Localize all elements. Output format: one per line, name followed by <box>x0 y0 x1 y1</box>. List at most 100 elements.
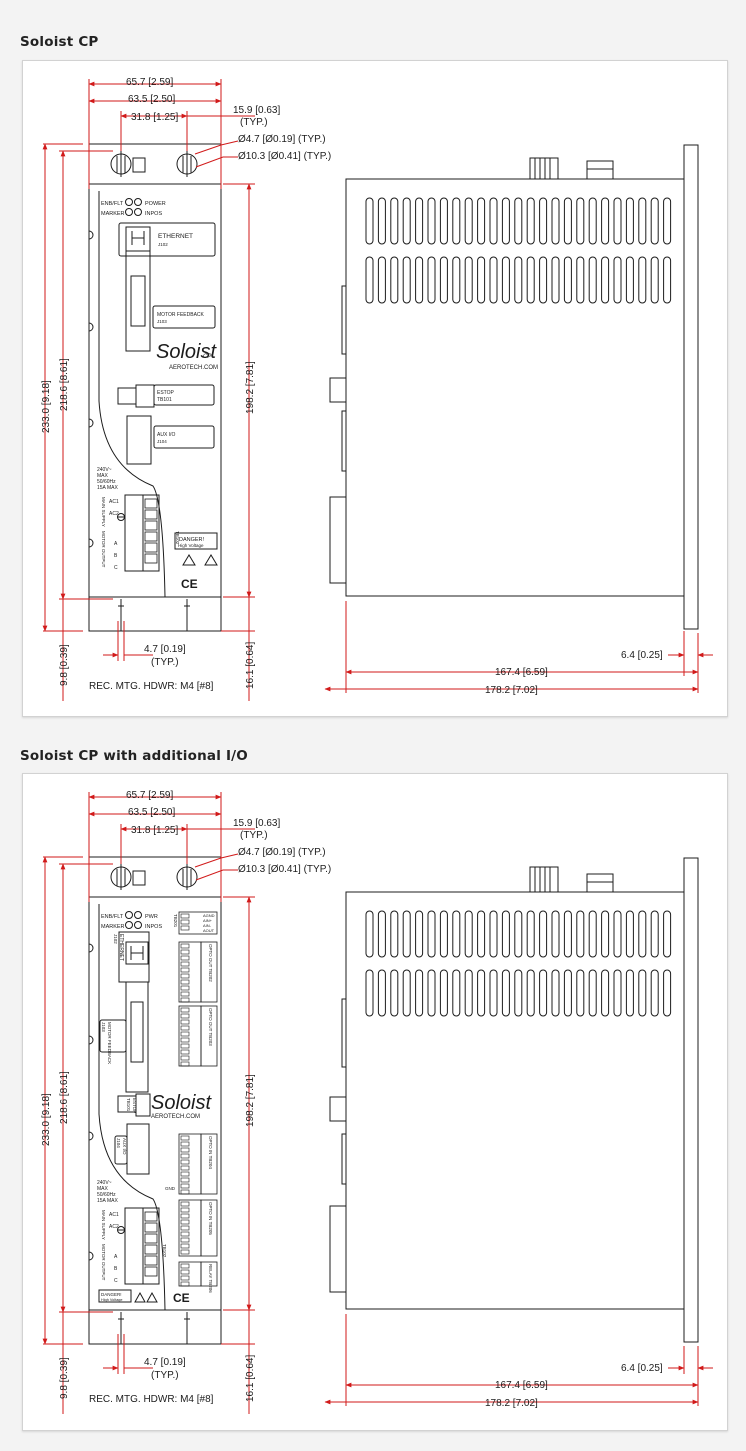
tb201-label: TB201 <box>173 914 178 928</box>
phase-b-label: B <box>114 1266 118 1272</box>
vent-slot <box>563 197 572 245</box>
vent-slot <box>477 969 486 1017</box>
vent-slot <box>377 197 386 245</box>
mounting-hole-icon <box>176 864 198 890</box>
dim-hole-edge: 15.9 [0.63] <box>233 105 280 116</box>
dim-bottom-height: 16.1 [0.64] <box>245 1355 256 1402</box>
terminal-cell <box>180 1183 190 1189</box>
high-voltage-label: High Voltage <box>178 543 204 548</box>
mounting-hole-icon <box>110 151 146 177</box>
side-view <box>329 857 699 1343</box>
dimension-labels: 65.7 [2.59] 63.5 [2.50] 31.8 [1.25] 15.9… <box>41 77 663 696</box>
terminal-cell <box>180 1055 190 1061</box>
vent-slot <box>452 910 461 958</box>
dim-bottom-height: 16.1 [0.64] <box>245 642 256 689</box>
dimension-lines <box>42 792 713 1414</box>
ethernet-label: ETHERNET <box>158 233 193 240</box>
terminal-cell <box>180 961 190 967</box>
ac2-label: AC2 <box>109 511 119 517</box>
vent-slot <box>501 969 510 1017</box>
terminal-cell <box>180 1275 190 1281</box>
rating-voltage: 240V~ <box>97 467 112 473</box>
phase-a-label: A <box>114 541 118 547</box>
terminal-cell <box>180 1061 190 1067</box>
vent-slot <box>551 910 560 958</box>
vent-slot <box>390 969 399 1017</box>
terminal-cell <box>180 1225 190 1231</box>
vent-slot <box>526 256 535 304</box>
terminal-cell <box>180 1031 190 1037</box>
j104-label: J104 <box>116 1138 121 1148</box>
vent-slot <box>588 197 597 245</box>
vent-slot <box>539 969 548 1017</box>
vent-slot <box>452 969 461 1017</box>
vent-slot <box>563 910 572 958</box>
terminal-cell <box>180 1189 190 1195</box>
side-view <box>329 144 699 630</box>
vent-slot <box>415 910 424 958</box>
vent-slot <box>427 910 436 958</box>
vent-slot <box>402 197 411 245</box>
dim-slot-typ: (TYP.) <box>151 1370 179 1381</box>
j104-label: J104 <box>157 439 167 444</box>
gnd-label: GND <box>165 1186 176 1191</box>
vent-slot <box>427 197 436 245</box>
estop-label: ESTOP <box>157 390 175 396</box>
brand-logo: Soloist <box>156 341 217 363</box>
terminal-cell <box>180 1213 190 1219</box>
dim-bottom-offset: 9.8 [0.39] <box>59 644 70 686</box>
vent-slot <box>439 910 448 958</box>
opto-in-tb205-label: OPTO IN TB205 <box>208 1202 213 1235</box>
dim-body-height: 198.2 [7.81] <box>245 1074 256 1127</box>
opto-out-tb202-label: OPTO OUT TB202 <box>208 944 213 982</box>
aerotech-label: AEROTECH.COM <box>169 365 218 371</box>
vent-slot <box>402 969 411 1017</box>
aerotech-label: AEROTECH.COM <box>151 1114 200 1120</box>
terminal-cell <box>180 1007 190 1013</box>
dim-slot-width: 4.7 [0.19] <box>144 644 186 655</box>
vent-slot <box>563 256 572 304</box>
terminal-cell <box>180 1025 190 1031</box>
vent-slot <box>601 910 610 958</box>
vent-slot <box>576 969 585 1017</box>
vent-slot <box>539 197 548 245</box>
vent-slot <box>625 197 634 245</box>
vent-slot <box>489 910 498 958</box>
terminal-cell <box>180 967 190 973</box>
danger-label: DANGER! <box>101 1292 122 1297</box>
vent-slot <box>576 910 585 958</box>
vent-slot <box>588 910 597 958</box>
vent-slot <box>477 256 486 304</box>
mounting-hardware-note: REC. MTG. HDWR: M4 [#8] <box>89 681 214 692</box>
vent-slot <box>415 256 424 304</box>
ac1-label: AC1 <box>109 1212 119 1218</box>
front-view-labels: ENB/FLT MARKER POWER INPOS ETHERNET J102… <box>97 201 218 591</box>
terminal-cell <box>180 1243 190 1249</box>
ce-mark: CE <box>181 577 198 591</box>
terminal-cell <box>180 973 190 979</box>
opto-in-tb204-label: OPTO IN TB204 <box>208 1136 213 1169</box>
vent-slot <box>427 256 436 304</box>
terminal-cell <box>180 1237 190 1243</box>
tb102-label: TB102 <box>175 531 180 545</box>
vent-slot <box>377 969 386 1017</box>
j103-label: J103 <box>157 319 167 324</box>
vent-slot <box>365 969 374 1017</box>
vent-slot <box>427 969 436 1017</box>
front-view <box>88 856 222 1345</box>
vent-slot <box>390 910 399 958</box>
vent-slot <box>539 910 548 958</box>
vent-slot <box>625 969 634 1017</box>
inpos-label: INPOS <box>145 924 162 930</box>
vent-slot <box>601 256 610 304</box>
terminal-cell <box>180 1049 190 1055</box>
terminal-cell <box>180 1201 190 1207</box>
vent-slot <box>439 256 448 304</box>
dim-body-height: 198.2 [7.81] <box>245 361 256 414</box>
terminal-cell <box>180 1013 190 1019</box>
vent-slot <box>489 256 498 304</box>
vent-slot <box>539 256 548 304</box>
tb101-label: TB101 <box>157 397 172 403</box>
dim-typ: (TYP.) <box>240 117 268 128</box>
high-voltage-label: High Voltage <box>101 1298 123 1302</box>
